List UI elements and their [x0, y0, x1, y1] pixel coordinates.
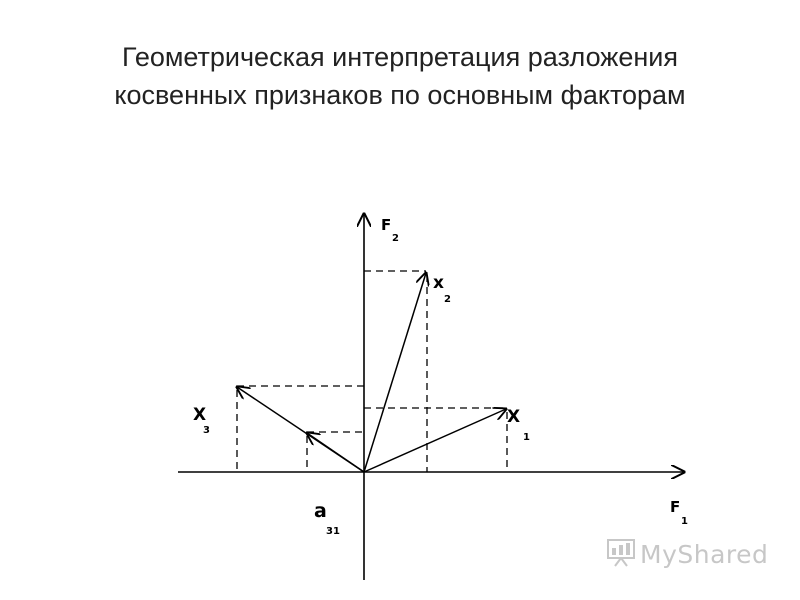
- watermark-text: MyShared: [640, 539, 769, 569]
- x2-label: x: [433, 273, 444, 293]
- f1-axis-label: F: [670, 498, 680, 516]
- a31-subscript: 31: [326, 526, 340, 537]
- slide-title: Геометрическая интерпретация разложения …: [0, 38, 800, 114]
- title-line-2: косвенных признаков по основным факторам: [114, 80, 686, 110]
- projection-lines: [236, 270, 508, 472]
- vector-loading-a31: [307, 433, 365, 473]
- x1-subscript: 1: [523, 432, 530, 443]
- vector-x2: [363, 273, 426, 473]
- presentation-board-icon: [606, 537, 636, 572]
- f2-axis-label: F: [381, 216, 391, 234]
- watermark: MyShared: [606, 536, 776, 572]
- x2-subscript: 2: [444, 294, 451, 305]
- vector-x1: [363, 409, 506, 473]
- x1-label: X: [507, 407, 520, 427]
- x3-subscript: 3: [203, 425, 210, 436]
- title-line-1: Геометрическая интерпретация разложения: [122, 42, 678, 72]
- f1-axis-subscript: 1: [681, 516, 688, 527]
- x3-label: X: [193, 405, 206, 425]
- a31-label: a: [314, 500, 327, 522]
- f2-axis-subscript: 2: [392, 233, 399, 244]
